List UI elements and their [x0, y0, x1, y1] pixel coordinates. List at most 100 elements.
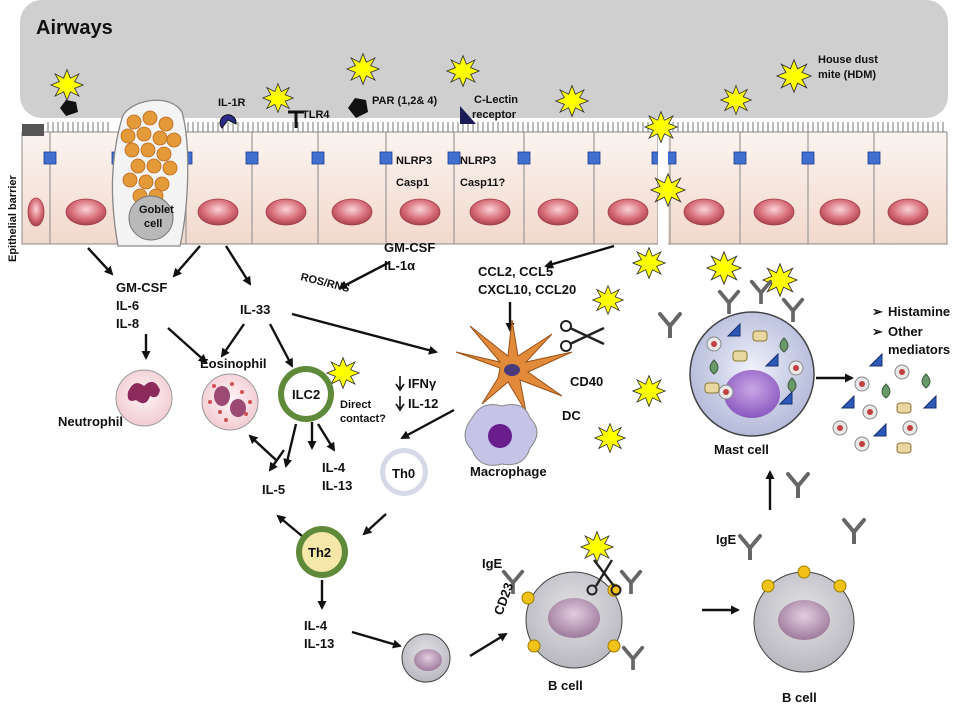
mast-cell	[689, 279, 815, 437]
il1r-label: IL-1R	[218, 97, 246, 109]
airways-label: Airways	[36, 17, 113, 39]
cell-nucleus	[65, 198, 107, 226]
allergen-10	[632, 247, 666, 279]
ige-label-2: IgE	[716, 532, 737, 547]
tlr4-receptor	[288, 110, 304, 128]
other-label-1: Other	[888, 324, 923, 339]
th0-label: Th0	[392, 466, 415, 481]
ros-rns-label: ROS/RNS	[299, 271, 351, 295]
down-arrow-ifng	[395, 376, 405, 392]
histamine-label: Histamine	[888, 304, 950, 319]
mucus-granule	[122, 172, 138, 188]
granule-capsule	[704, 382, 720, 394]
direct-contact-label-1: Direct	[340, 399, 372, 411]
allergen-11	[706, 251, 742, 285]
macrophage-cell	[464, 404, 538, 466]
granule-core	[793, 365, 799, 371]
goblet-label-2: cell	[144, 218, 162, 230]
eosinophil-granule	[212, 384, 216, 388]
gmcsf-left-label: GM-CSF	[116, 280, 167, 295]
granule-core	[859, 381, 865, 387]
cell-nucleus	[537, 198, 579, 226]
granule-drop	[921, 373, 931, 389]
ilc2-label: ILC2	[292, 387, 320, 402]
par-label: PAR (1,2& 4)	[372, 95, 438, 107]
cell-nucleus	[753, 198, 795, 226]
granule-triangle	[726, 322, 741, 337]
allergen-8	[776, 59, 812, 93]
free-ige-1	[738, 534, 762, 560]
mucus-granule	[146, 158, 162, 174]
mucus-granule	[142, 110, 158, 126]
tight-junction	[379, 151, 393, 165]
cd40-label: CD40	[570, 374, 603, 389]
granule-capsule	[896, 402, 912, 414]
neutrophil-cell	[115, 369, 173, 427]
other-bullet: ➢	[872, 324, 884, 339]
allergen-13	[592, 285, 624, 315]
tight-junction	[447, 151, 461, 165]
mucus-granule	[162, 160, 178, 176]
mast-ige-1	[717, 289, 741, 314]
tlr4-label: TLR4	[302, 109, 330, 121]
goblet-cell	[111, 99, 189, 247]
mucus-granule	[138, 174, 154, 190]
tight-junction	[801, 151, 815, 165]
il6-label: IL-6	[116, 298, 139, 313]
ige-antibody-2	[619, 569, 643, 594]
granule-core	[907, 425, 913, 431]
eosinophil-granule	[244, 412, 248, 416]
dendritic-cell	[455, 319, 573, 413]
granule-triangle	[840, 394, 855, 409]
allergen-1	[50, 69, 84, 101]
allergen-5	[555, 85, 589, 117]
granule-core	[711, 341, 717, 347]
mast-ige-2	[749, 279, 773, 304]
ccl-label-1: CCL2, CCL5	[478, 264, 553, 279]
ifng-label: IFNγ	[408, 376, 437, 391]
airway-lumen	[20, 0, 948, 118]
macrophage-label: Macrophage	[470, 464, 547, 479]
mucus-granule	[166, 132, 182, 148]
granule-drop	[779, 337, 789, 353]
tight-junction	[245, 151, 259, 165]
granule-core	[867, 409, 873, 415]
cell-nucleus	[197, 198, 239, 226]
casp11-label: Casp11?	[460, 177, 506, 189]
cell-nucleus	[819, 198, 861, 226]
granule-triangle	[872, 422, 887, 437]
allergen-3	[346, 53, 380, 85]
allergen-2	[262, 83, 294, 113]
il5-label: IL-5	[262, 482, 285, 497]
tight-junction	[311, 151, 325, 165]
granule-drop	[709, 359, 719, 375]
allergen-6	[644, 111, 678, 143]
ige-label-1: IgE	[482, 556, 503, 571]
cd23-label: CD23	[491, 581, 516, 617]
free-ige-2	[786, 472, 810, 498]
other-label-2: mediators	[888, 342, 950, 357]
allergen-14	[632, 375, 666, 407]
histamine-bullet: ➢	[872, 304, 884, 319]
b-cell-label-1: B cell	[548, 678, 583, 693]
small-b-cell	[401, 633, 451, 683]
mucus-granule	[130, 158, 146, 174]
th2-label: Th2	[308, 545, 331, 560]
casp1-label: Casp1	[396, 177, 429, 189]
b-cell-label-2: B cell	[782, 690, 817, 705]
cell-nucleus	[399, 198, 441, 226]
c-lectin-label-2: receptor	[472, 109, 517, 121]
granule-triangle	[764, 352, 779, 367]
il4-label-a: IL-4	[322, 460, 346, 475]
mucus-granule	[158, 116, 174, 132]
granule-drop	[881, 383, 891, 399]
granule-drop	[787, 377, 797, 393]
gmcsf-mid-label: GM-CSF	[384, 240, 435, 255]
scissors-icon-dc	[560, 320, 605, 352]
mucus-granule	[140, 142, 156, 158]
mucus-granule	[126, 114, 142, 130]
granule-capsule	[752, 330, 768, 342]
granule-triangle	[868, 352, 883, 367]
